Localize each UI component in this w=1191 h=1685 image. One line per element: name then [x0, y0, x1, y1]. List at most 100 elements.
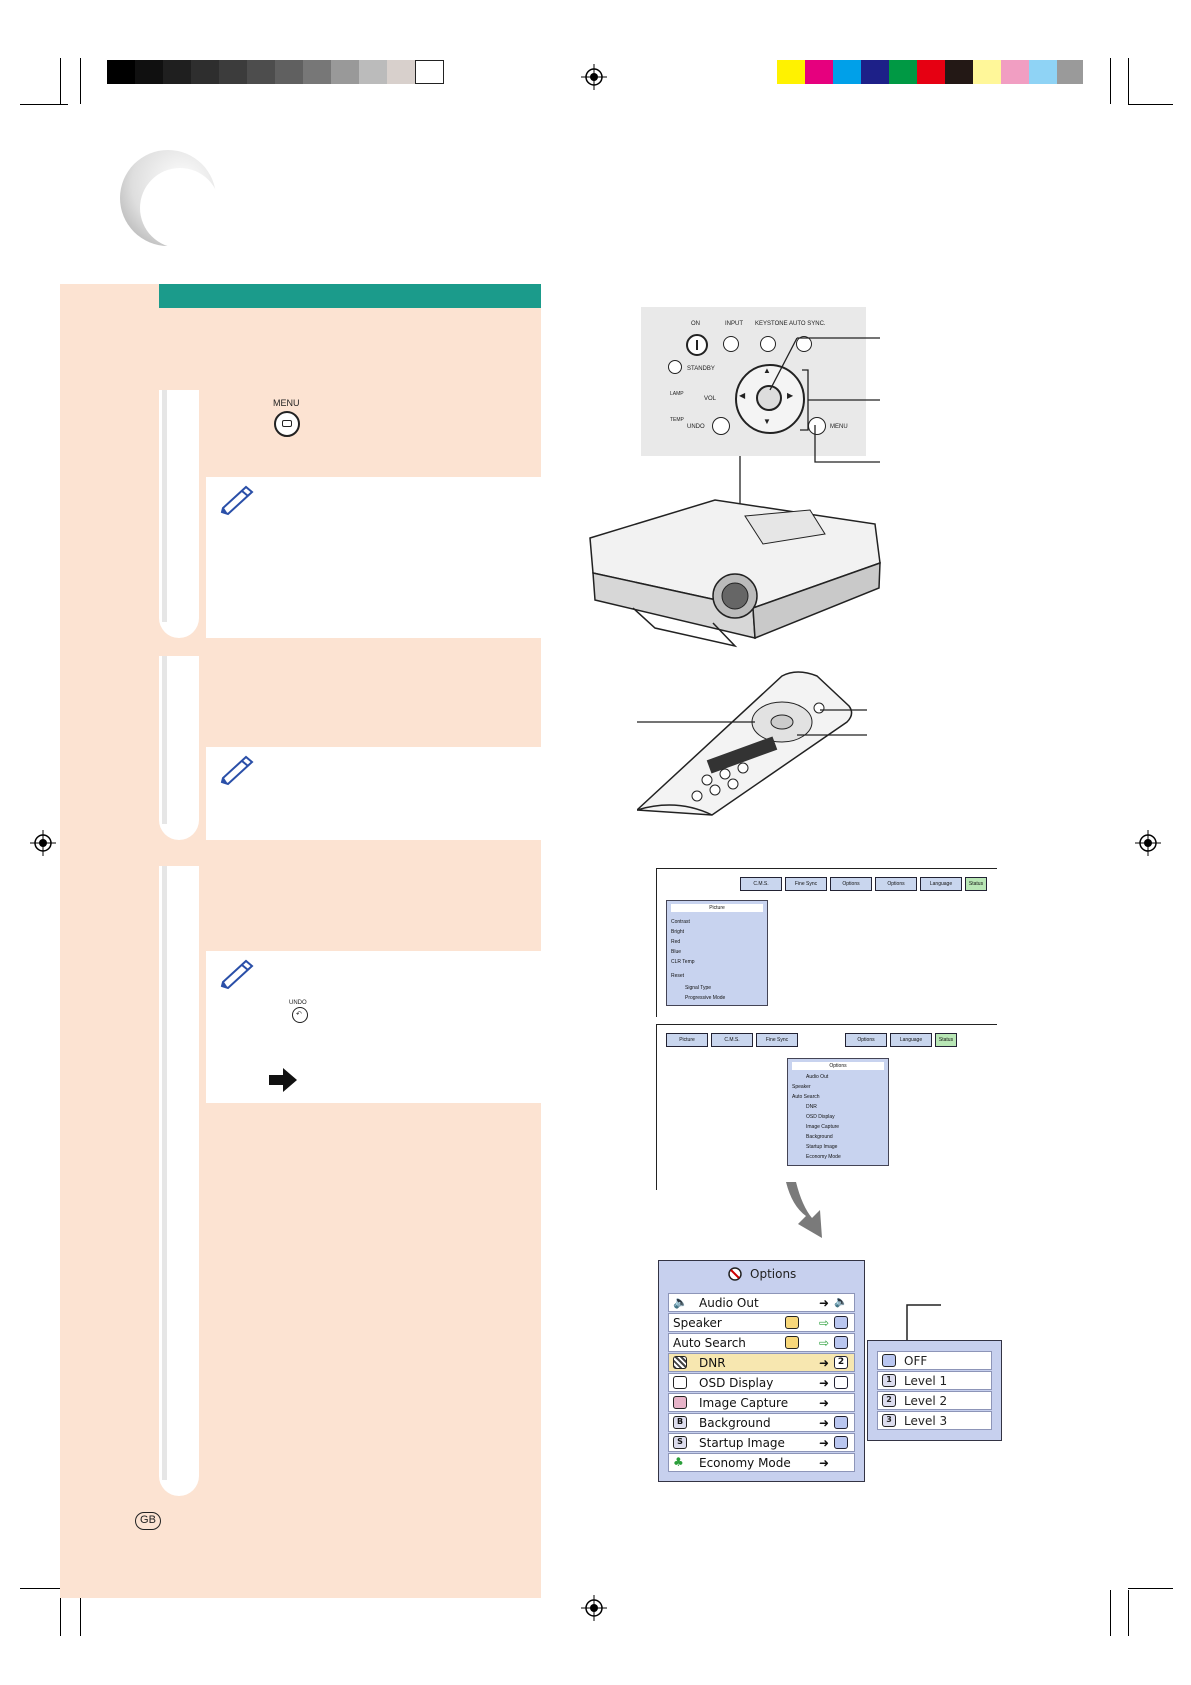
registration-mark-right — [1135, 830, 1161, 856]
step-3-rail-shade — [162, 866, 167, 1480]
off-icon — [882, 1354, 896, 1367]
tab-status[interactable]: Status — [935, 1033, 957, 1047]
tab-options-2[interactable]: Options — [875, 877, 917, 891]
enter-button[interactable] — [756, 385, 782, 411]
registration-mark-bottom — [581, 1595, 607, 1621]
menu-item-label: Speaker — [673, 1316, 722, 1330]
row-reset[interactable]: Reset — [671, 973, 685, 979]
background-value-icon — [834, 1416, 848, 1429]
dnr-option-level-1[interactable]: 1 Level 1 — [877, 1371, 992, 1390]
options-mini-submenu: Options Audio Out Speaker Auto Search DN… — [787, 1058, 889, 1166]
undo-button-icon: ↶ — [292, 1007, 308, 1023]
row-progressive-mode[interactable]: Progressive Mode — [685, 995, 726, 1001]
panel-label-input: INPUT — [725, 321, 743, 327]
row-contrast[interactable]: Contrast — [671, 919, 690, 925]
level-1-icon: 1 — [882, 1374, 896, 1387]
tab-options[interactable]: Options — [845, 1033, 887, 1047]
mini-row-economy-mode[interactable]: Economy Mode — [806, 1154, 841, 1160]
mini-row-audio-out[interactable]: Audio Out — [806, 1074, 829, 1080]
dnr-option-level-2[interactable]: 2 Level 2 — [877, 1391, 992, 1410]
note-3-panel — [206, 951, 541, 1103]
row-clr-temp[interactable]: CLR Temp — [671, 959, 695, 965]
undo-panel-button[interactable] — [712, 417, 730, 435]
on-button[interactable] — [686, 334, 708, 356]
speaker-icon: 🔈 — [673, 1295, 688, 1309]
step-2-rail-shade — [162, 656, 167, 824]
chapter-circle-graphic — [120, 150, 218, 248]
menu-item-dnr[interactable]: DNR ➜ 2 — [668, 1353, 855, 1372]
startup-value-icon — [834, 1436, 848, 1449]
row-bright[interactable]: Bright — [671, 929, 685, 935]
mini-row-background[interactable]: Background — [806, 1134, 833, 1140]
menu-item-osd-display[interactable]: OSD Display ➜ — [668, 1373, 855, 1392]
dnr-icon — [673, 1356, 687, 1369]
curved-arrow-down-icon — [786, 1182, 822, 1238]
pencil-icon — [220, 959, 254, 990]
keystone-button[interactable] — [760, 336, 776, 352]
left-arrow-icon: ◀ — [739, 391, 746, 400]
tab-language[interactable]: Language — [890, 1033, 932, 1047]
mini-row-osd-display[interactable]: OSD Display — [806, 1114, 835, 1120]
dnr-option-label: OFF — [904, 1354, 928, 1368]
switch-arrow-icon: ⇨ — [819, 1336, 830, 1350]
mini-row-startup-image[interactable]: Startup Image — [806, 1144, 838, 1150]
tab-options-1[interactable]: Options — [830, 877, 872, 891]
panel-label-autosync: AUTO SYNC. — [789, 321, 826, 327]
note-1-edge — [206, 467, 541, 477]
menu-item-label: Image Capture — [699, 1396, 789, 1410]
panel-label-menu: MENU — [830, 424, 848, 430]
tab-picture[interactable]: Picture — [666, 1033, 708, 1047]
speaker-out-icon: 🔈 — [834, 1295, 848, 1309]
standby-button[interactable] — [668, 360, 682, 374]
panel-label-keystone: KEYSTONE — [755, 321, 788, 327]
options-tools-icon — [728, 1267, 742, 1281]
mini-row-image-capture[interactable]: Image Capture — [806, 1124, 840, 1130]
tab-fine-sync[interactable]: Fine Sync — [785, 877, 827, 891]
mini-row-speaker[interactable]: Speaker — [792, 1084, 811, 1090]
row-blue[interactable]: Blue — [671, 949, 682, 955]
menu-item-speaker[interactable]: Speaker ⇨ — [668, 1313, 855, 1332]
off-toggle-icon — [834, 1316, 848, 1329]
level-2-icon: 2 — [834, 1356, 848, 1369]
dnr-submenu: OFF 1 Level 1 2 Level 2 3 Level 3 — [867, 1340, 1002, 1441]
options-mini-title: Options — [792, 1062, 884, 1070]
options-menu-title-bar: Options — [659, 1261, 864, 1287]
menu-item-label: DNR — [699, 1356, 726, 1370]
off-toggle-icon — [834, 1336, 848, 1349]
down-arrow-icon: ▼ — [763, 417, 771, 426]
mini-row-auto-search[interactable]: Auto Search — [792, 1094, 820, 1100]
options-menu-title: Options — [750, 1267, 797, 1281]
menu-item-image-capture[interactable]: Image Capture ➜ — [668, 1393, 855, 1412]
osd-icon — [673, 1376, 687, 1389]
menu-item-startup-image[interactable]: S Startup Image ➜ — [668, 1433, 855, 1452]
autosync-button[interactable] — [796, 336, 812, 352]
row-signal-type[interactable]: Signal Type — [685, 985, 712, 991]
arrow-right-icon: ➜ — [819, 1356, 830, 1370]
pencil-icon — [220, 755, 254, 786]
menu-item-label: Auto Search — [673, 1336, 746, 1350]
menu-item-background[interactable]: B Background ➜ — [668, 1413, 855, 1432]
dnr-option-label: Level 1 — [904, 1374, 948, 1388]
dnr-option-level-3[interactable]: 3 Level 3 — [877, 1411, 992, 1430]
dnr-option-off[interactable]: OFF — [877, 1351, 992, 1370]
leaf-icon: ♣ — [673, 1455, 684, 1469]
level-3-icon: 3 — [882, 1414, 896, 1427]
tab-cms[interactable]: C.M.S. — [740, 877, 782, 891]
menu-item-economy-mode[interactable]: ♣ Economy Mode ➜ — [668, 1453, 855, 1472]
tab-status[interactable]: Status — [965, 877, 987, 891]
arrow-right-icon: ➜ — [819, 1416, 830, 1430]
note-1-panel — [206, 477, 541, 638]
menu-item-label: OSD Display — [699, 1376, 774, 1390]
mini-row-dnr[interactable]: DNR — [806, 1104, 817, 1110]
capture-icon — [673, 1396, 687, 1409]
input-button[interactable] — [723, 336, 739, 352]
remote-control-illustration — [637, 671, 867, 816]
tab-cms[interactable]: C.M.S. — [711, 1033, 753, 1047]
row-red[interactable]: Red — [671, 939, 681, 945]
menu-button-label: MENU — [273, 398, 300, 408]
menu-item-auto-search[interactable]: Auto Search ⇨ — [668, 1333, 855, 1352]
tab-language[interactable]: Language — [920, 877, 962, 891]
menu-item-audio-out[interactable]: 🔈 Audio Out ➜ 🔈 — [668, 1293, 855, 1312]
panel-label-temp: TEMP — [670, 417, 684, 423]
tab-fine-sync[interactable]: Fine Sync — [756, 1033, 798, 1047]
